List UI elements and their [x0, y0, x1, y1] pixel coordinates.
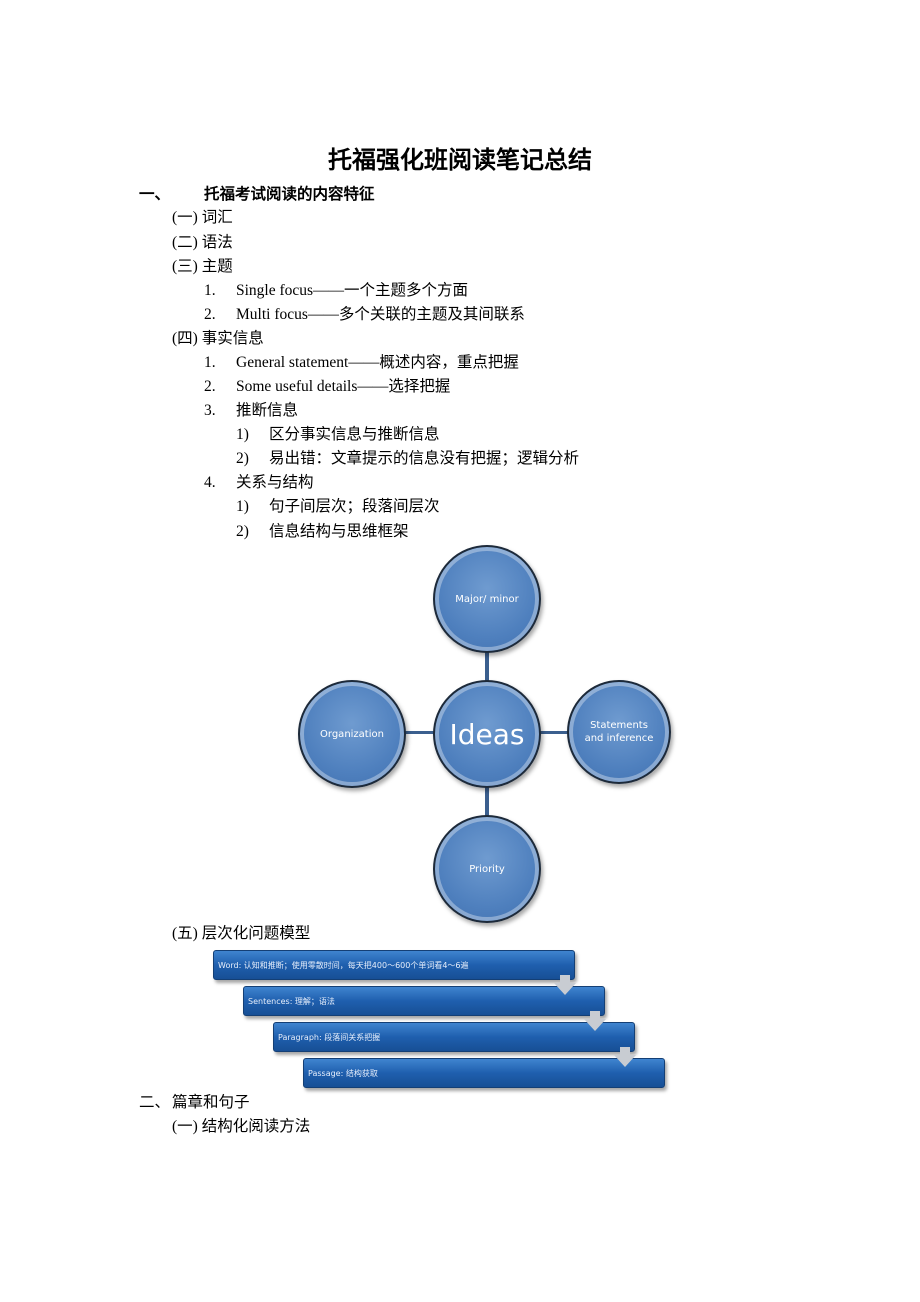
down-arrow-icon — [614, 1055, 636, 1067]
list-item: (四) 事实信息 — [172, 330, 264, 347]
list-number: 1) — [236, 498, 249, 515]
process-step: Passage: 结构获取 — [303, 1058, 665, 1088]
list-number: 4. — [204, 474, 216, 491]
process-step: Sentences: 理解；语法 — [243, 986, 605, 1016]
list-number: 1) — [236, 426, 249, 443]
list-item: (五) 层次化问题模型 — [172, 925, 311, 942]
connector — [404, 731, 434, 734]
list-item: Some useful details——选择把握 — [236, 378, 451, 395]
connector — [485, 784, 489, 818]
node-bottom: Priority — [433, 815, 541, 923]
process-step: Word: 认知和推断；使用零散时间，每天把400～600个单词看4～6遍 — [213, 950, 575, 980]
section-number: 二、 — [139, 1094, 171, 1111]
node-right: Statements and inference — [567, 680, 671, 784]
list-number: 2. — [204, 306, 216, 323]
down-arrow-icon — [560, 975, 570, 983]
connector — [485, 650, 489, 684]
list-number: 2. — [204, 378, 216, 395]
list-item: (一) 结构化阅读方法 — [172, 1118, 311, 1135]
node-left: Organization — [298, 680, 406, 788]
list-item: General statement——概述内容，重点把握 — [236, 354, 519, 371]
section-number: 一、 — [139, 186, 171, 203]
down-arrow-icon — [584, 1019, 606, 1031]
list-item: (二) 语法 — [172, 234, 233, 251]
node-top: Major/ minor — [433, 545, 541, 653]
connector — [539, 731, 569, 734]
list-number: 3. — [204, 402, 216, 419]
list-item: (三) 主题 — [172, 258, 233, 275]
down-arrow-icon — [620, 1047, 630, 1055]
page-title: 托福强化班阅读笔记总结 — [328, 148, 592, 174]
list-item: Single focus——一个主题多个方面 — [236, 282, 469, 299]
list-item: 推断信息 — [236, 402, 299, 419]
list-item: 信息结构与思维框架 — [269, 523, 409, 540]
section-heading: 篇章和句子 — [172, 1094, 250, 1111]
list-number: 1. — [204, 354, 216, 371]
process-step: Paragraph: 段落间关系把握 — [273, 1022, 635, 1052]
down-arrow-icon — [590, 1011, 600, 1019]
list-item: 区分事实信息与推断信息 — [269, 426, 440, 443]
list-number: 1. — [204, 282, 216, 299]
list-item: 句子间层次；段落间层次 — [269, 498, 440, 515]
list-item: 易出错：文章提示的信息没有把握；逻辑分析 — [269, 450, 580, 467]
list-number: 2) — [236, 450, 249, 467]
down-arrow-icon — [554, 983, 576, 995]
node-center: Ideas — [433, 680, 541, 788]
list-number: 2) — [236, 523, 249, 540]
list-item: (一) 词汇 — [172, 209, 233, 226]
section-heading: 托福考试阅读的内容特征 — [204, 186, 375, 203]
list-item: 关系与结构 — [236, 474, 314, 491]
list-item: Multi focus——多个关联的主题及其间联系 — [236, 306, 525, 323]
